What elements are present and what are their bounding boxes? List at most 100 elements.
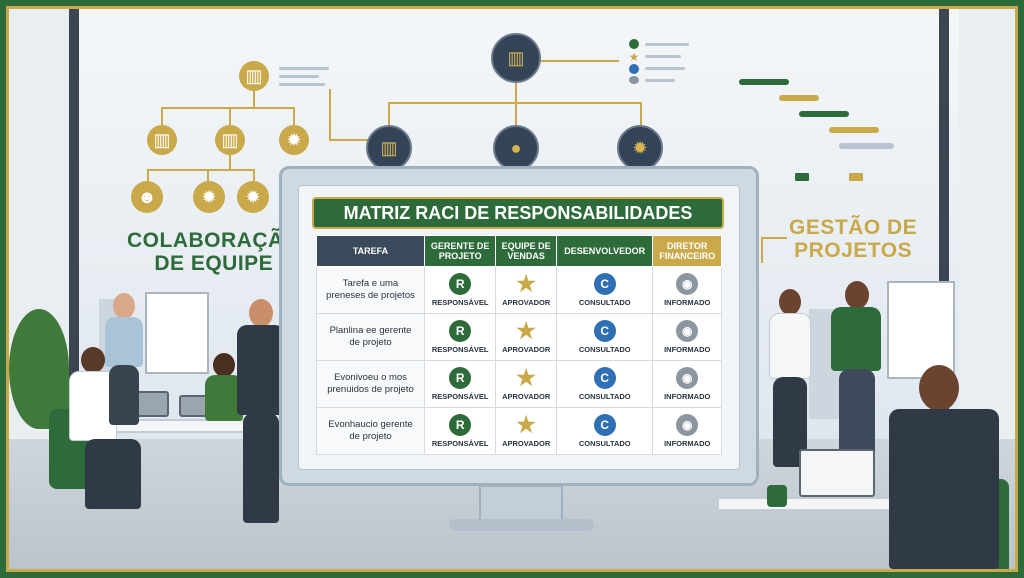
gear-icon: ✹ bbox=[193, 181, 225, 213]
window-mullion bbox=[939, 9, 949, 439]
person-icon: ☻ bbox=[131, 181, 163, 213]
task-line: Evonhaucio gerente bbox=[328, 419, 413, 430]
responsible-badge: R bbox=[449, 273, 472, 295]
gear-icon: ✹ bbox=[279, 125, 309, 155]
window-mullion bbox=[69, 9, 79, 439]
responsible-badge: R bbox=[449, 320, 472, 342]
responsible-label: RESPONSÁVEL bbox=[431, 345, 489, 354]
column-header-project-manager: GERENTE DE PROJETO bbox=[423, 235, 497, 267]
connector-line bbox=[229, 155, 231, 169]
connector-line bbox=[147, 169, 253, 171]
star-icon: ★ bbox=[516, 365, 537, 390]
informed-label: INFORMADO bbox=[664, 298, 711, 307]
header-line: GERENTE DE bbox=[430, 241, 490, 251]
consulted-label: CONSULTADO bbox=[578, 298, 631, 307]
connector-line bbox=[293, 107, 295, 125]
responsible-label: RESPONSÁVEL bbox=[431, 298, 489, 307]
title-line: GESTÃO DE bbox=[789, 216, 918, 239]
text-placeholder bbox=[645, 67, 685, 70]
column-header-sales-team: EQUIPE DE VENDAS bbox=[495, 235, 558, 267]
star-icon: ★ bbox=[516, 412, 537, 437]
approver-cell: ★APROVADOR bbox=[495, 313, 558, 361]
column-header-developer: DESENVOLVEDOR bbox=[556, 235, 654, 267]
eye-icon: ◉ bbox=[676, 320, 699, 342]
people-icon: ● bbox=[493, 125, 539, 171]
connector-line bbox=[253, 169, 255, 183]
connector-line bbox=[229, 107, 231, 125]
approver-label: APROVADOR bbox=[502, 345, 551, 354]
task-line: prenuidos de projeto bbox=[327, 384, 414, 395]
building-icon: ▥ bbox=[491, 33, 541, 83]
raci-title: MATRIZ RACI DE RESPONSABILIDADES bbox=[312, 197, 724, 229]
text-placeholder bbox=[279, 83, 325, 86]
project-management-title: GESTÃO DE PROJETOS bbox=[789, 216, 917, 262]
building-icon: ▥ bbox=[366, 125, 412, 171]
text-placeholder bbox=[279, 67, 329, 70]
connector-line bbox=[640, 102, 642, 127]
connector-line bbox=[388, 102, 390, 127]
star-icon: ★ bbox=[516, 271, 537, 296]
connector-line bbox=[539, 60, 619, 62]
header-line: VENDAS bbox=[507, 251, 545, 261]
eye-icon: ◉ bbox=[676, 273, 699, 295]
connector-line bbox=[253, 91, 255, 107]
chat-icon: C bbox=[593, 320, 616, 342]
approver-cell: ★ APROVADOR bbox=[495, 266, 558, 314]
chat-icon: C bbox=[593, 367, 616, 389]
title-line: DE EQUIPE bbox=[154, 252, 274, 275]
laptop bbox=[799, 449, 875, 497]
responsible-cell: R RESPONSÁVEL bbox=[423, 266, 497, 314]
connector-line bbox=[761, 237, 763, 263]
building-icon: ▥ bbox=[239, 61, 269, 91]
header-line: DIRETOR bbox=[667, 241, 708, 251]
task-line: Tarefa e uma bbox=[342, 278, 399, 289]
coffee-mug-icon bbox=[767, 485, 787, 507]
task-line: de projeto bbox=[349, 337, 392, 348]
approver-label: APROVADOR bbox=[502, 298, 551, 307]
task-line: de projeto bbox=[349, 431, 392, 442]
header-line: PROJETO bbox=[438, 251, 482, 261]
informed-cell: ◉INFORMADO bbox=[652, 313, 722, 361]
text-placeholder bbox=[645, 55, 681, 58]
dot-icon bbox=[629, 39, 639, 49]
responsible-label: RESPONSÁVEL bbox=[431, 439, 489, 448]
star-icon: ★ bbox=[628, 50, 640, 64]
column-header-cfo: DIRETOR FINANCEIRO bbox=[652, 235, 722, 267]
approver-cell: ★ APROVADOR bbox=[495, 360, 558, 408]
approver-label: APROVADOR bbox=[502, 439, 551, 448]
text-placeholder bbox=[645, 43, 689, 46]
responsible-badge: R bbox=[449, 367, 472, 389]
consulted-cell: C CONSULTADO bbox=[556, 266, 654, 314]
responsible-badge: R bbox=[449, 414, 472, 436]
responsible-cell: R RESPONSÁVEL bbox=[423, 313, 497, 361]
connector-line bbox=[515, 81, 517, 127]
connector-line bbox=[147, 169, 149, 183]
approver-label: APROVADOR bbox=[502, 392, 551, 401]
title-line: COLABORAÇÃO bbox=[127, 229, 301, 252]
column-header-task: TAREFA bbox=[316, 235, 425, 267]
informed-cell: ◉INFORMADO bbox=[652, 360, 722, 408]
task-line: preneses de projetos bbox=[326, 290, 415, 301]
task-line: Planlina ee gerente bbox=[329, 325, 412, 336]
gear-icon: ✹ bbox=[617, 125, 663, 171]
responsible-cell: R RESPONSÁVEL bbox=[423, 407, 497, 455]
approver-cell: ★ APROVADOR bbox=[495, 407, 558, 455]
eye-icon bbox=[629, 76, 639, 84]
informed-cell: ◉INFORMADO bbox=[652, 407, 722, 455]
flipchart bbox=[887, 281, 955, 379]
informed-label: INFORMADO bbox=[664, 439, 711, 448]
gear-icon: ✹ bbox=[237, 181, 269, 213]
header-line: FINANCEIRO bbox=[659, 251, 716, 261]
chat-icon: C bbox=[593, 273, 616, 295]
